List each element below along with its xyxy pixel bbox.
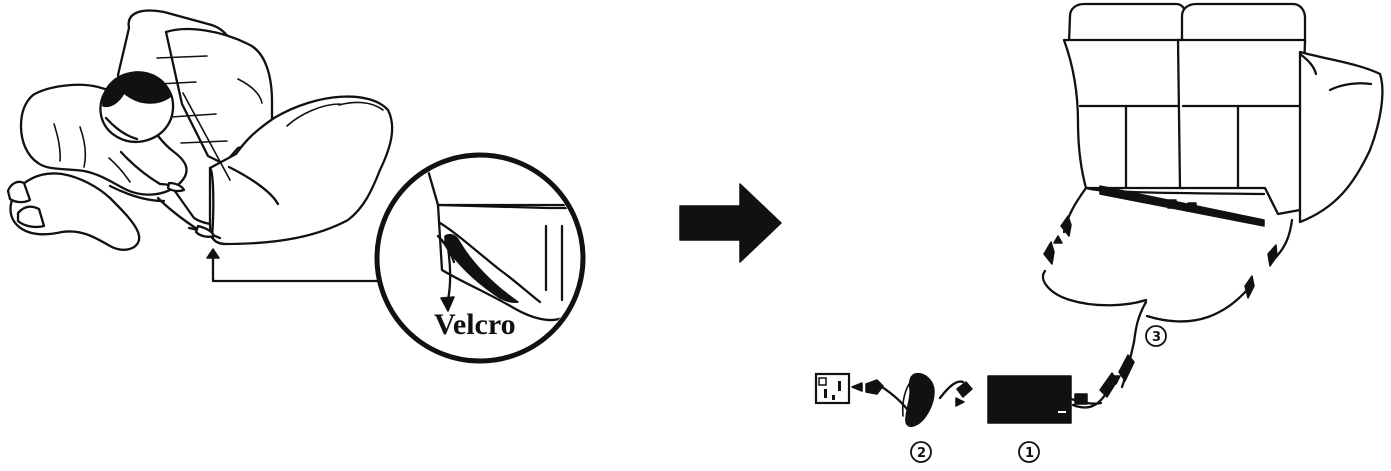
up-arrow-icon <box>207 249 219 258</box>
part-label-2: 2 <box>911 442 931 462</box>
connector-plug-right <box>1245 276 1254 298</box>
power-supply-box <box>988 376 1071 423</box>
arrow-left-icon <box>852 383 862 391</box>
connection-cables <box>816 188 1292 426</box>
sofa-rear-view <box>1064 4 1382 226</box>
status-light-icon <box>1058 411 1066 413</box>
cord-connector-icon <box>957 382 972 397</box>
velcro-callout: Velcro <box>377 155 583 361</box>
svg-text:2: 2 <box>917 446 926 461</box>
connector-plug-left <box>1044 242 1054 264</box>
arrow-right-icon <box>956 398 964 406</box>
right-illustration: 1 2 3 <box>816 4 1382 462</box>
svg-text:1: 1 <box>1025 446 1034 461</box>
connector-plug-top-left <box>1061 216 1071 236</box>
left-illustration <box>8 11 392 281</box>
velcro-label: Velcro <box>434 308 516 341</box>
connector-plug-right-top <box>1268 245 1277 266</box>
arrow-up-icon <box>1054 236 1062 243</box>
adapter-plug-icon <box>1075 394 1087 404</box>
next-step-arrow-icon <box>680 184 781 262</box>
part-label-3: 3 <box>1146 326 1166 346</box>
svg-text:3: 3 <box>1152 330 1161 345</box>
pointer-line <box>213 255 383 281</box>
wall-plug-icon <box>866 380 883 394</box>
power-outlet-icon <box>816 374 849 403</box>
connector-plug-down <box>1119 355 1134 381</box>
part-label-1: 1 <box>1019 442 1039 462</box>
power-cord-coil-icon <box>906 374 934 427</box>
